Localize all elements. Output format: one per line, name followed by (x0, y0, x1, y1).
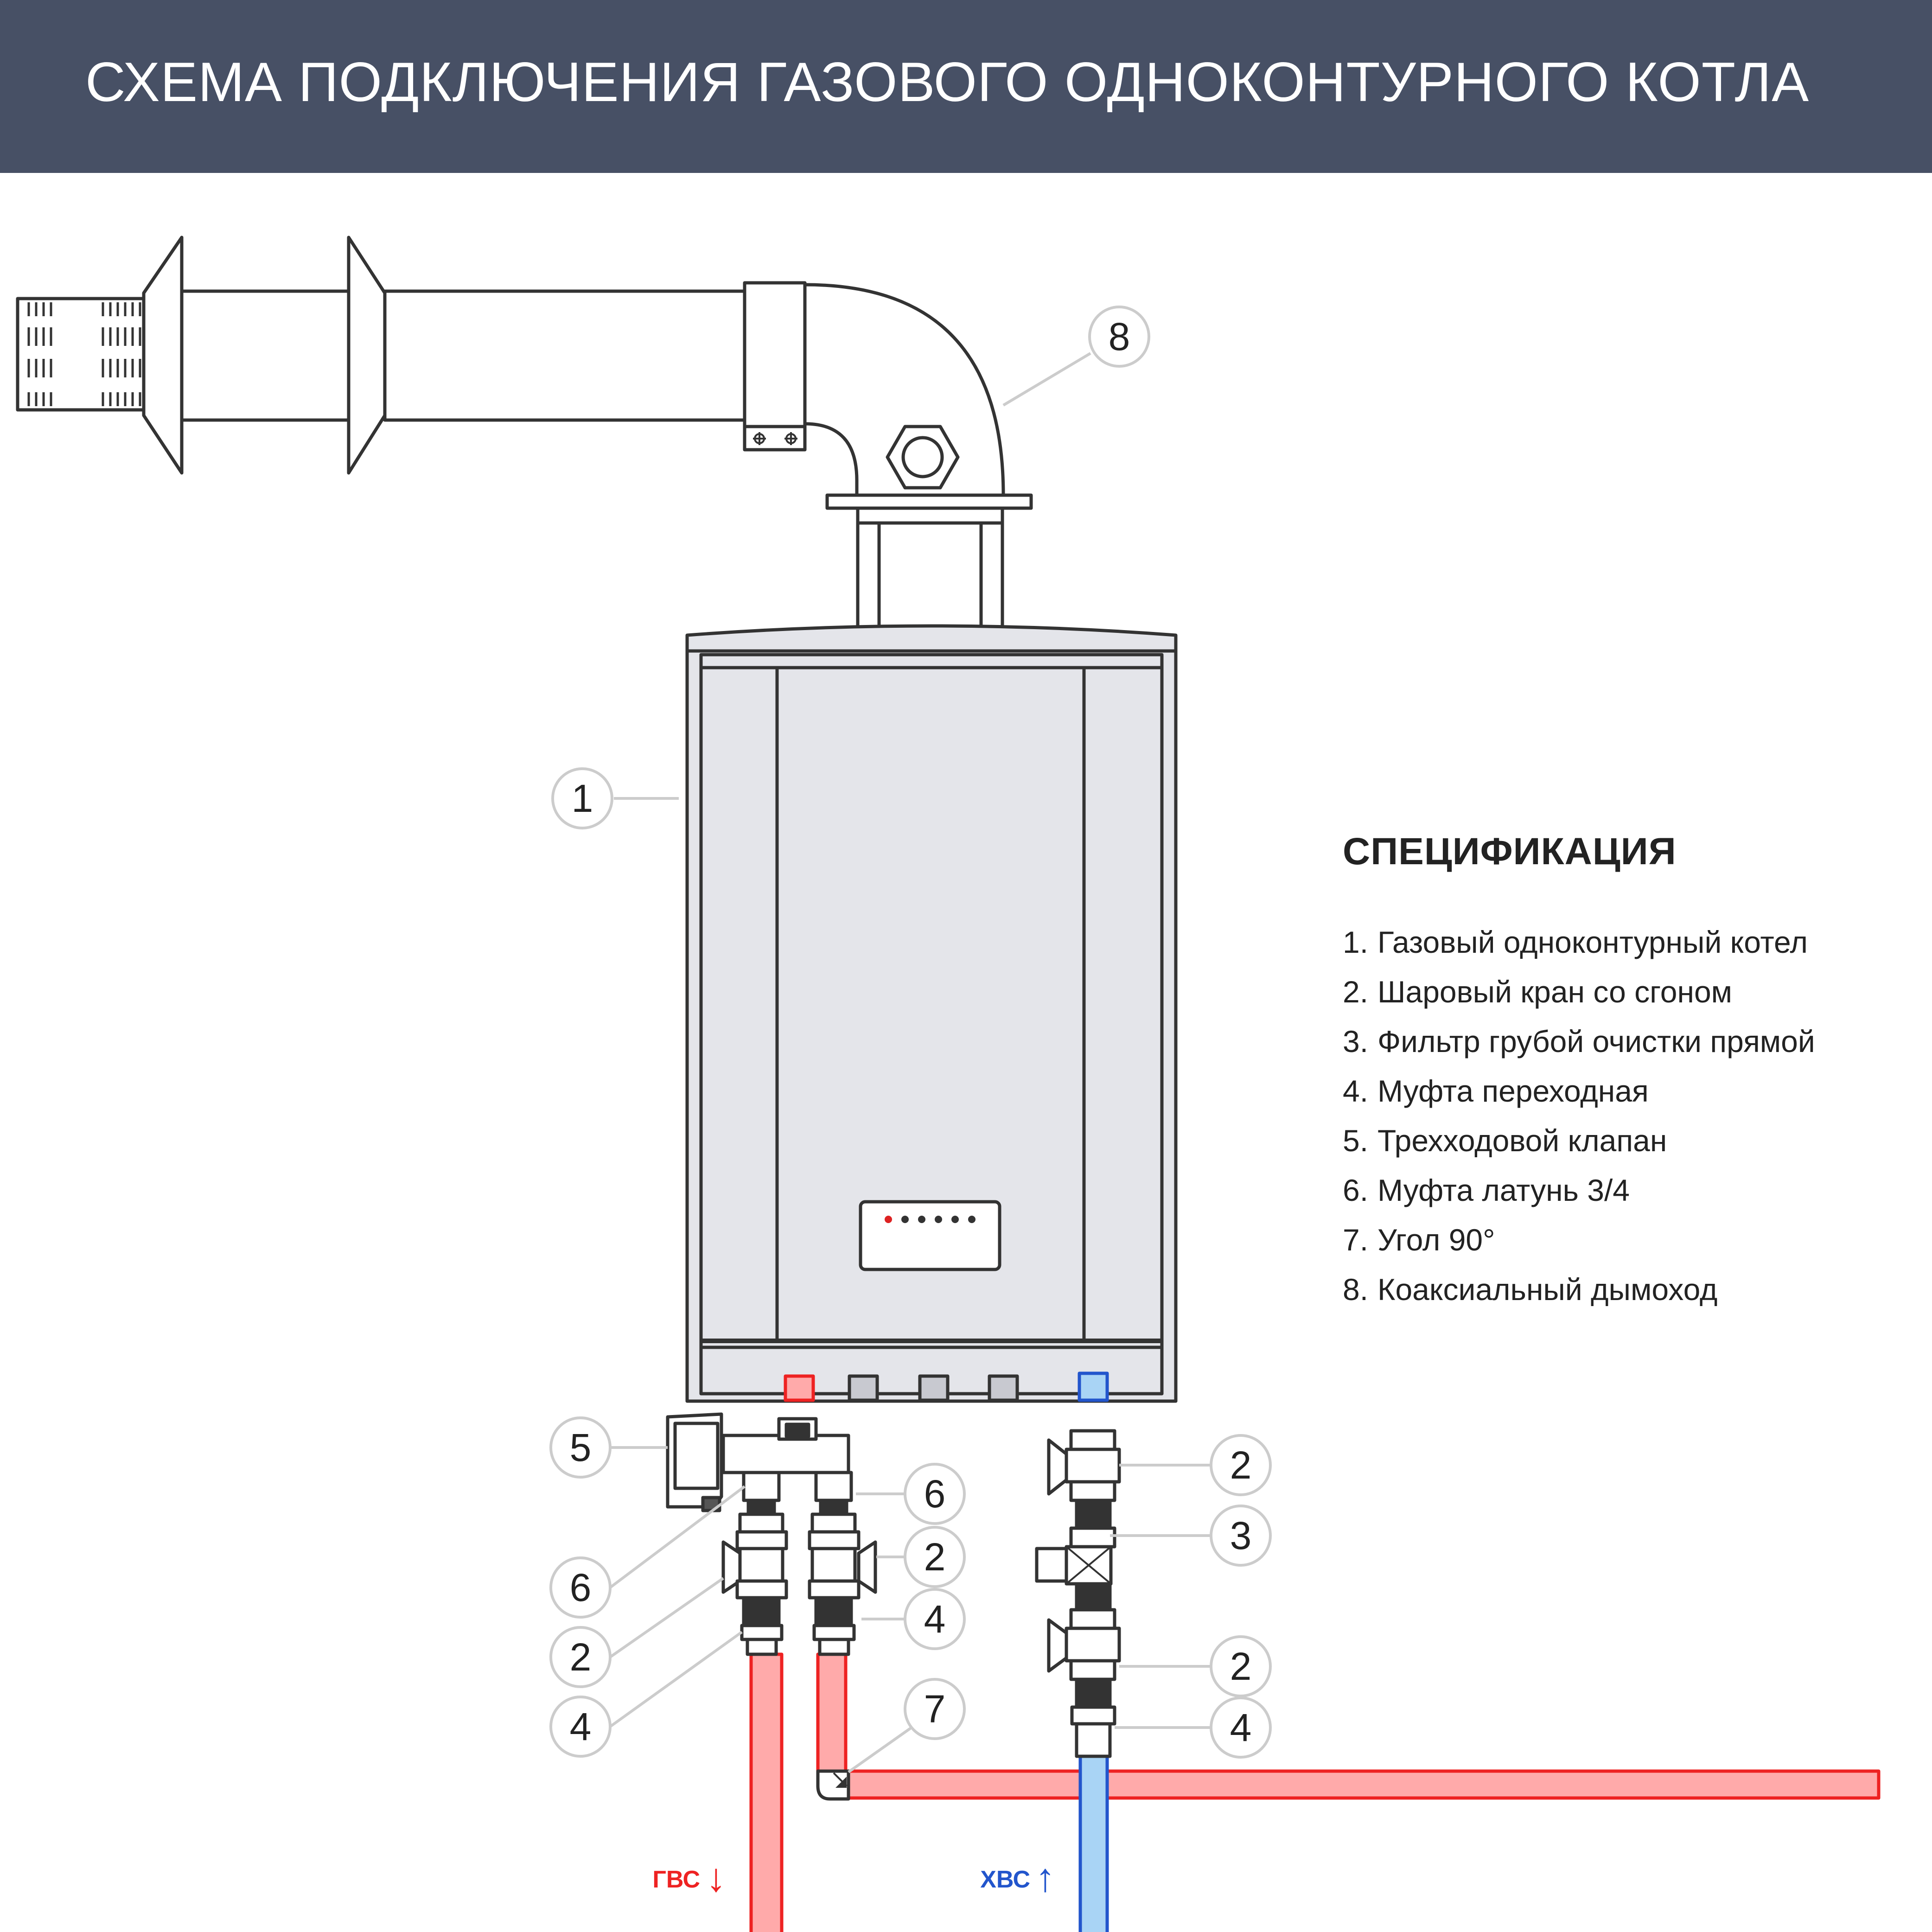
callout-4-left: 4 (570, 1705, 592, 1748)
hot-water-assembly (666, 1412, 877, 1656)
callout-4-hot: 4 (924, 1597, 946, 1641)
spec-heading: СПЕЦИФИКАЦИЯ (1343, 830, 1677, 873)
callout-2-cold-top: 2 (1230, 1443, 1252, 1487)
callout-3: 3 (1230, 1514, 1252, 1557)
leader-lines (609, 352, 1220, 1773)
cold-water-label: ХВС (980, 1866, 1030, 1893)
spec-item-text: Трехходовой клапан (1377, 1123, 1667, 1158)
spec-list: 1.Газовый одноконтурный котел 2.Шаровый … (1343, 918, 1908, 1314)
hot-water-arrow: ↓ (706, 1855, 726, 1900)
callout-5: 5 (570, 1426, 592, 1469)
spec-item-number: 2. (1343, 975, 1369, 1009)
callout-numbers: 8 1 5 6 6 2 2 4 4 7 2 3 2 4 (570, 315, 1252, 1749)
spec-item-number: 6. (1343, 1173, 1369, 1207)
spec-item-number: 3. (1343, 1024, 1369, 1058)
spec-item: 1.Газовый одноконтурный котел (1343, 918, 1908, 967)
spec-item-number: 7. (1343, 1223, 1369, 1257)
specification-panel: СПЕЦИФИКАЦИЯ 1.Газовый одноконтурный кот… (1343, 830, 1908, 1314)
spec-item-text: Газовый одноконтурный котел (1377, 925, 1808, 959)
flow-labels: ГВС ↓ ХВС ↑ (652, 1855, 1055, 1900)
spec-item: 8.Коаксиальный дымоход (1343, 1265, 1908, 1314)
spec-item: 3.Фильтр грубой очистки прямой (1343, 1017, 1908, 1066)
callout-2-left: 2 (570, 1635, 592, 1679)
spec-item-text: Фильтр грубой очистки прямой (1377, 1024, 1815, 1058)
spec-item: 6.Муфта латунь 3/4 (1343, 1166, 1908, 1215)
spec-item: 4.Муфта переходная (1343, 1066, 1908, 1116)
cold-water-assembly (1035, 1429, 1121, 1758)
spec-item: 7.Угол 90° (1343, 1215, 1908, 1265)
spec-item-number: 4. (1343, 1074, 1369, 1108)
callout-2-cold-bottom: 2 (1230, 1645, 1252, 1688)
cold-water-arrow: ↑ (1035, 1855, 1055, 1900)
spec-item: 2.Шаровый кран со сгоном (1343, 967, 1908, 1017)
callout-6-right: 6 (924, 1472, 946, 1516)
spec-item-text: Шаровый кран со сгоном (1377, 975, 1733, 1009)
callout-7: 7 (924, 1687, 946, 1731)
spec-item-number: 5. (1343, 1123, 1369, 1158)
gas-boiler (685, 624, 1178, 1403)
callout-8: 8 (1109, 315, 1130, 358)
header-bar: СХЕМА ПОДКЛЮЧЕНИЯ ГАЗОВОГО ОДНОКОНТУРНОГ… (0, 0, 1932, 173)
hot-water-pipes (749, 1652, 1881, 1932)
hot-water-label: ГВС (652, 1866, 700, 1893)
spec-item-number: 8. (1343, 1272, 1369, 1307)
spec-item-text: Угол 90° (1377, 1223, 1495, 1257)
callout-rings (549, 306, 1272, 1759)
spec-item-text: Коаксиальный дымоход (1377, 1272, 1718, 1307)
callout-2-hot: 2 (924, 1535, 946, 1579)
spec-item-number: 1. (1343, 925, 1369, 959)
cold-water-pipe (1078, 1754, 1109, 1932)
callout-1: 1 (572, 777, 593, 820)
callout-6-left: 6 (570, 1566, 592, 1609)
spec-item-text: Муфта латунь 3/4 (1377, 1173, 1630, 1207)
coaxial-chimney (16, 236, 1033, 629)
callout-4-cold: 4 (1230, 1706, 1252, 1749)
spec-item: 5.Трехходовой клапан (1343, 1116, 1908, 1166)
page-title: СХЕМА ПОДКЛЮЧЕНИЯ ГАЗОВОГО ОДНОКОНТУРНОГ… (85, 51, 1810, 113)
spec-item-text: Муфта переходная (1377, 1074, 1649, 1108)
